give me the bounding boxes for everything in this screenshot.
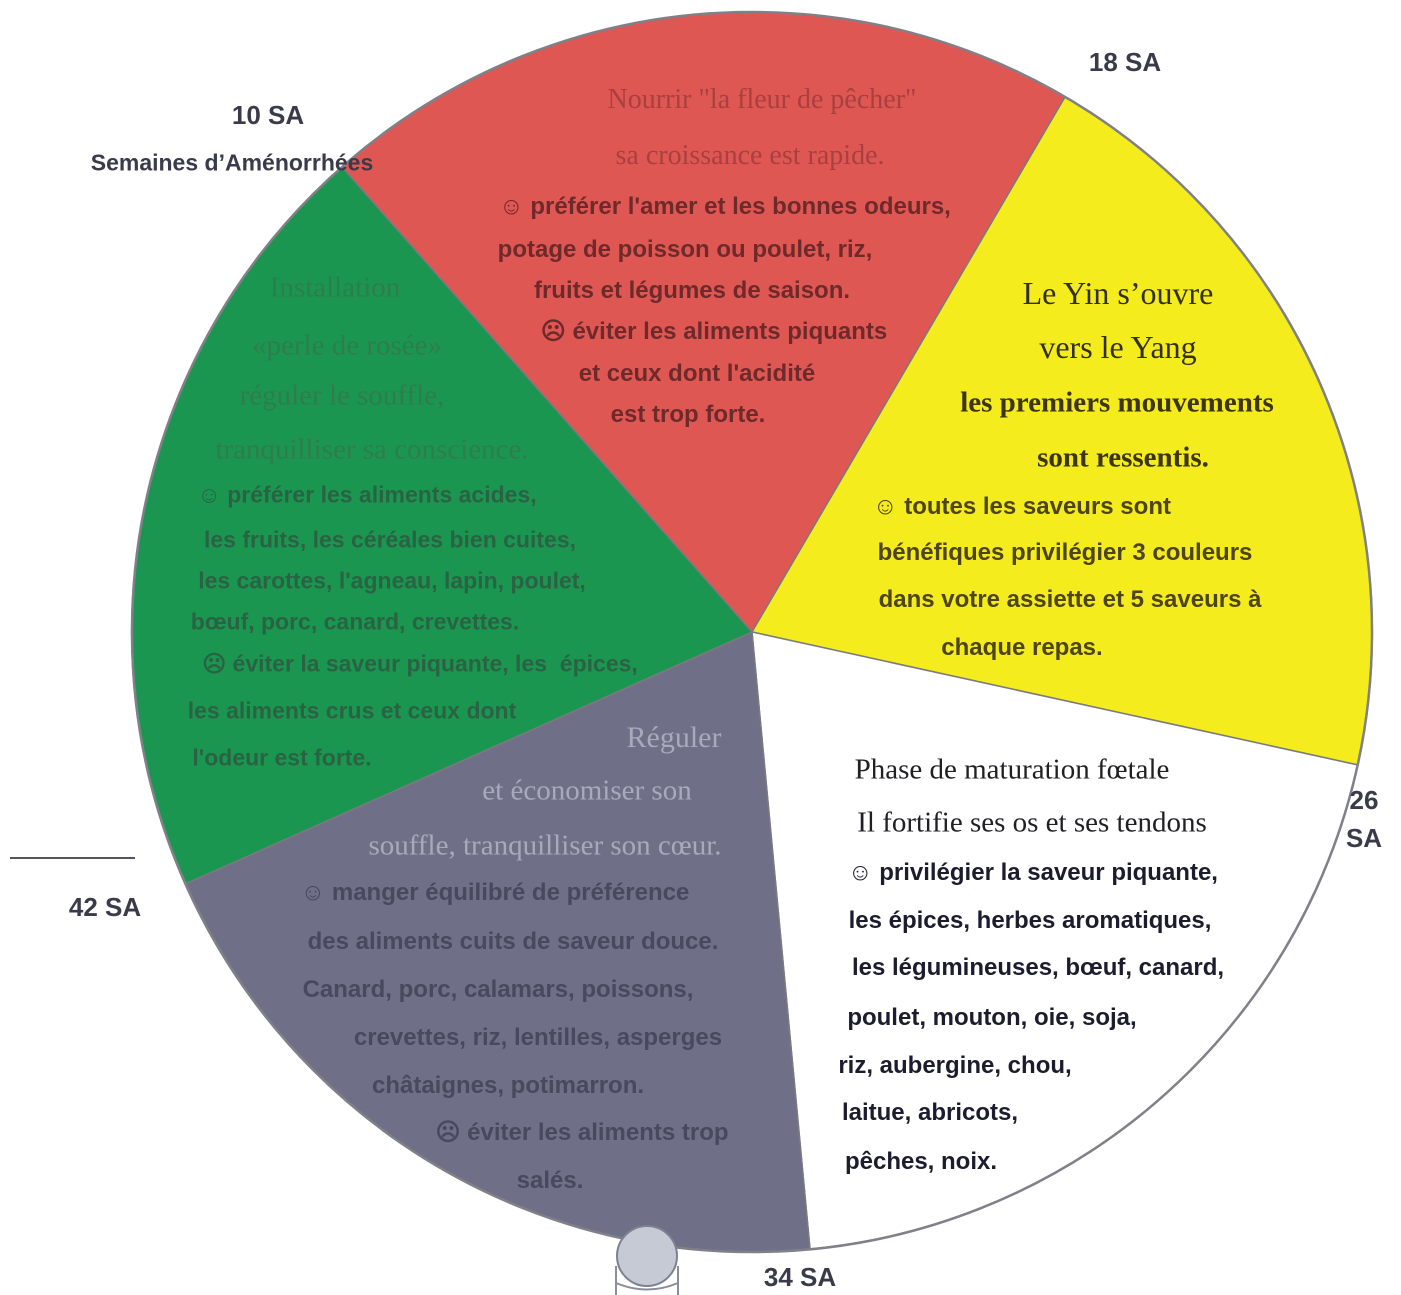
segment-text-line: salés. (516, 1167, 584, 1194)
segment-text-line: châtaignes, potimarron. (371, 1072, 645, 1099)
label-26-sa: 26 SA (1345, 785, 1383, 853)
segment-text-line: ☺ préférer l'amer et les bonnes odeurs, (499, 193, 951, 220)
segment-text-line: les carottes, l'agneau, lapin, poulet, (198, 567, 586, 594)
segment-text-line: poulet, mouton, oie, soja, (847, 1004, 1137, 1031)
segment-text-line: Canard, porc, calamars, poissons, (302, 976, 694, 1003)
segment-text-line: les aliments crus et ceux dont (187, 697, 517, 724)
wheel-outline (130, 10, 1374, 1254)
label-18-sa: 18 SA (1088, 47, 1162, 77)
segment-text-line: l'odeur est forte. (192, 744, 372, 771)
segment-subtitle: souffle, tranquilliser son cœur. (368, 829, 722, 862)
segment-text-line: ☹ éviter les aliments trop (435, 1119, 729, 1146)
segment-text-line: ☹ éviter les aliments piquants (540, 318, 888, 345)
segment-text-line: et ceux dont l'acidité (578, 360, 816, 387)
label-42-sa: 42 SA (68, 892, 142, 922)
segment-subtitle: Il fortifie ses os et ses tendons (857, 806, 1207, 839)
unit-caption: Semaines d’Aménorrhées (90, 149, 374, 176)
segment-text-line: les légumineuses, bœuf, canard, (851, 954, 1225, 981)
label-42-sa-rule (10, 857, 135, 859)
segment-text-line: ☺ privilégier la saveur piquante, (848, 859, 1218, 886)
segment-text-line: potage de poisson ou poulet, riz, (497, 236, 873, 263)
segment-title: Installation (269, 271, 401, 304)
segment-subtitle: et économiser son (482, 774, 692, 807)
segment-text-line: ☺ toutes les saveurs sont (873, 493, 1171, 520)
segment-text-line: ☺ préférer les aliments acides, (197, 481, 537, 508)
segment-text-line: dans votre assiette et 5 saveurs à (878, 586, 1262, 613)
round-marker-icon (615, 1225, 679, 1295)
segment-text-line: fruits et légumes de saison. (533, 277, 851, 304)
segment-text-line: est trop forte. (610, 401, 766, 428)
segment-text-line: ☹ éviter la saveur piquante, les épices, (202, 650, 638, 677)
segment-text-line: les épices, herbes aromatiques, (848, 907, 1212, 934)
segment-text-line: des aliments cuits de saveur douce. (307, 928, 719, 955)
segment-title: Le Yin s’ouvre (1022, 275, 1214, 311)
segment-subtitle: «perle de rosée» (251, 329, 443, 362)
segment-subtitle: les premiers mouvements (960, 386, 1274, 419)
segment-subtitle: tranquilliser sa conscience. (215, 433, 529, 466)
label-34-sa: 34 SA (763, 1262, 837, 1292)
segment-subtitle: vers le Yang (1039, 329, 1197, 365)
segment-text-line: bénéfiques privilégier 3 couleurs (877, 539, 1253, 566)
segment-text-line: laitue, abricots, (841, 1099, 1019, 1126)
label-10-sa: 10 SA (231, 100, 305, 130)
segment-text-line: chaque repas. (941, 634, 1103, 661)
segment-text-line: crevettes, riz, lentilles, asperges (353, 1024, 723, 1051)
segment-text-line: ☺ manger équilibré de préférence (300, 879, 690, 906)
segment-title: Phase de maturation fœtale (854, 753, 1170, 786)
segment-text-line: les fruits, les céréales bien cuites, (203, 526, 577, 553)
segment-text-line: riz, aubergine, chou, (838, 1052, 1072, 1079)
segment-subtitle: sa croissance est rapide. (615, 140, 885, 171)
segment-subtitle: sont ressentis. (1037, 441, 1209, 474)
segment-text-line: pêches, noix. (844, 1148, 998, 1175)
segment-text-line: bœuf, porc, canard, crevettes. (190, 608, 520, 635)
segment-title: Réguler (626, 721, 722, 754)
segment-title: Nourrir "la fleur de pêcher" (607, 84, 917, 115)
segment-subtitle: réguler le souffle, (239, 379, 445, 412)
